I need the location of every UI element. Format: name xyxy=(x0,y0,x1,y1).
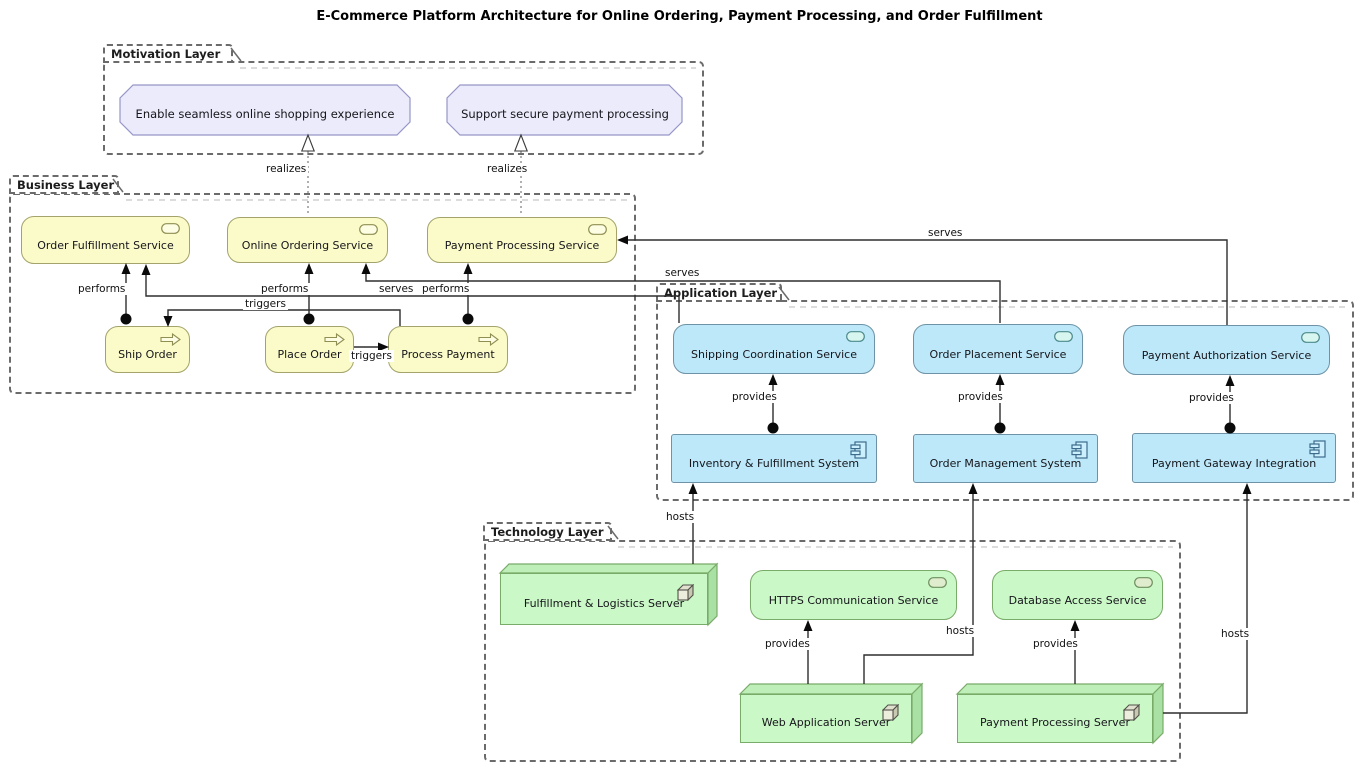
box-label: Order Placement Service xyxy=(929,347,1067,361)
application-layer-label: Application Layer xyxy=(664,285,778,300)
application-service-icon xyxy=(846,331,865,342)
application-service-order-placement[interactable]: Order Placement Service xyxy=(913,324,1083,374)
relation-label-performs: performs xyxy=(420,283,472,295)
application-service-icon xyxy=(1301,332,1320,343)
business-layer-label: Business Layer xyxy=(17,177,115,192)
box-label: Payment Authorization Service xyxy=(1141,348,1312,362)
application-component-order-management[interactable]: Order Management System xyxy=(913,434,1098,483)
box-label: Place Order xyxy=(277,348,342,361)
process-arrow-icon xyxy=(160,333,181,346)
process-arrow-icon xyxy=(478,333,499,346)
relation-label-serves: serves xyxy=(663,267,702,279)
technology-node-web-application-server[interactable]: Web Application Server xyxy=(740,694,912,743)
component-icon xyxy=(1071,441,1088,459)
relation-label-triggers: triggers xyxy=(243,298,288,310)
box-label: Payment Processing Server xyxy=(980,716,1130,729)
component-icon xyxy=(850,441,867,459)
box-label: Process Payment xyxy=(401,348,495,361)
process-arrow-icon xyxy=(324,333,345,346)
box-label: HTTPS Communication Service xyxy=(768,593,939,607)
business-service-online-ordering[interactable]: Online Ordering Service xyxy=(227,217,388,263)
technology-service-icon xyxy=(928,577,947,588)
technology-service-database-access[interactable]: Database Access Service xyxy=(992,570,1163,620)
goal-enable-online-shopping[interactable]: Enable seamless online shopping experien… xyxy=(122,85,408,135)
requirement-label: Support secure payment processing xyxy=(461,107,669,121)
diagram-title: E-Commerce Platform Architecture for Onl… xyxy=(316,9,1043,24)
business-service-order-fulfillment[interactable]: Order Fulfillment Service xyxy=(21,216,190,264)
goal-label: Enable seamless online shopping experien… xyxy=(135,107,395,121)
business-process-place-order[interactable]: Place Order xyxy=(265,326,354,373)
business-process-ship-order[interactable]: Ship Order xyxy=(105,326,190,373)
box-label: Order Fulfillment Service xyxy=(37,238,174,252)
relation-label-serves: serves xyxy=(926,227,965,239)
motivation-layer-label: Motivation Layer xyxy=(111,46,221,61)
relation-label-hosts: hosts xyxy=(1219,628,1252,640)
relation-label-performs: performs xyxy=(76,283,128,295)
relation-label-hosts: hosts xyxy=(944,625,977,637)
business-layer-tab[interactable]: Business Layer xyxy=(9,175,119,194)
box-label: Web Application Server xyxy=(761,716,891,729)
box-label: Order Management System xyxy=(929,457,1082,470)
business-service-icon xyxy=(588,224,607,235)
box-label: Shipping Coordination Service xyxy=(691,347,857,361)
application-component-payment-gateway[interactable]: Payment Gateway Integration xyxy=(1132,433,1336,483)
box-label: Fulfillment & Logistics Server xyxy=(523,596,685,610)
relation-label-hosts: hosts xyxy=(664,511,697,523)
relation-label-realizes: realizes xyxy=(485,163,530,175)
node-cube-icon xyxy=(677,584,694,601)
business-service-icon xyxy=(161,223,180,234)
application-service-icon xyxy=(1054,331,1073,342)
requirement-secure-payment[interactable]: Support secure payment processing xyxy=(449,85,681,135)
motivation-layer-tab[interactable]: Motivation Layer xyxy=(103,44,233,63)
application-component-inventory-fulfillment[interactable]: Inventory & Fulfillment System xyxy=(671,434,877,483)
application-service-shipping-coordination[interactable]: Shipping Coordination Service xyxy=(673,324,875,374)
relation-label-provides: provides xyxy=(1187,392,1236,404)
technology-service-icon xyxy=(1134,577,1153,588)
box-label: Ship Order xyxy=(118,348,177,361)
relation-label-performs: performs xyxy=(259,283,311,295)
business-process-process-payment[interactable]: Process Payment xyxy=(388,326,508,373)
technology-layer-tab[interactable]: Technology Layer xyxy=(483,522,612,541)
motivation-layer-group xyxy=(103,61,704,155)
node-cube-icon xyxy=(882,704,899,721)
box-label: Payment Gateway Integration xyxy=(1151,456,1317,470)
box-label: Inventory & Fulfillment System xyxy=(688,457,860,470)
relation-label-provides: provides xyxy=(1031,638,1080,650)
relation-label-triggers: triggers xyxy=(349,350,394,362)
relation-label-provides: provides xyxy=(956,391,1005,403)
technology-node-payment-processing-server[interactable]: Payment Processing Server xyxy=(957,694,1153,743)
business-service-icon xyxy=(359,224,378,235)
component-icon xyxy=(1309,440,1326,458)
relation-label-realizes: realizes xyxy=(264,163,309,175)
box-label: Payment Processing Service xyxy=(444,238,600,252)
box-label: Online Ordering Service xyxy=(241,238,374,252)
relation-label-serves: serves xyxy=(377,283,416,295)
technology-node-fulfillment-logistics-server[interactable]: Fulfillment & Logistics Server xyxy=(500,573,708,625)
application-layer-tab[interactable]: Application Layer xyxy=(656,283,782,302)
relation-label-provides: provides xyxy=(763,638,812,650)
technology-service-https-communication[interactable]: HTTPS Communication Service xyxy=(750,570,957,620)
technology-layer-label: Technology Layer xyxy=(491,524,604,539)
application-service-payment-authorization[interactable]: Payment Authorization Service xyxy=(1123,325,1330,375)
node-cube-icon xyxy=(1123,704,1140,721)
relation-label-provides: provides xyxy=(730,391,779,403)
box-label: Database Access Service xyxy=(1008,593,1147,607)
business-service-payment-processing[interactable]: Payment Processing Service xyxy=(427,217,617,263)
